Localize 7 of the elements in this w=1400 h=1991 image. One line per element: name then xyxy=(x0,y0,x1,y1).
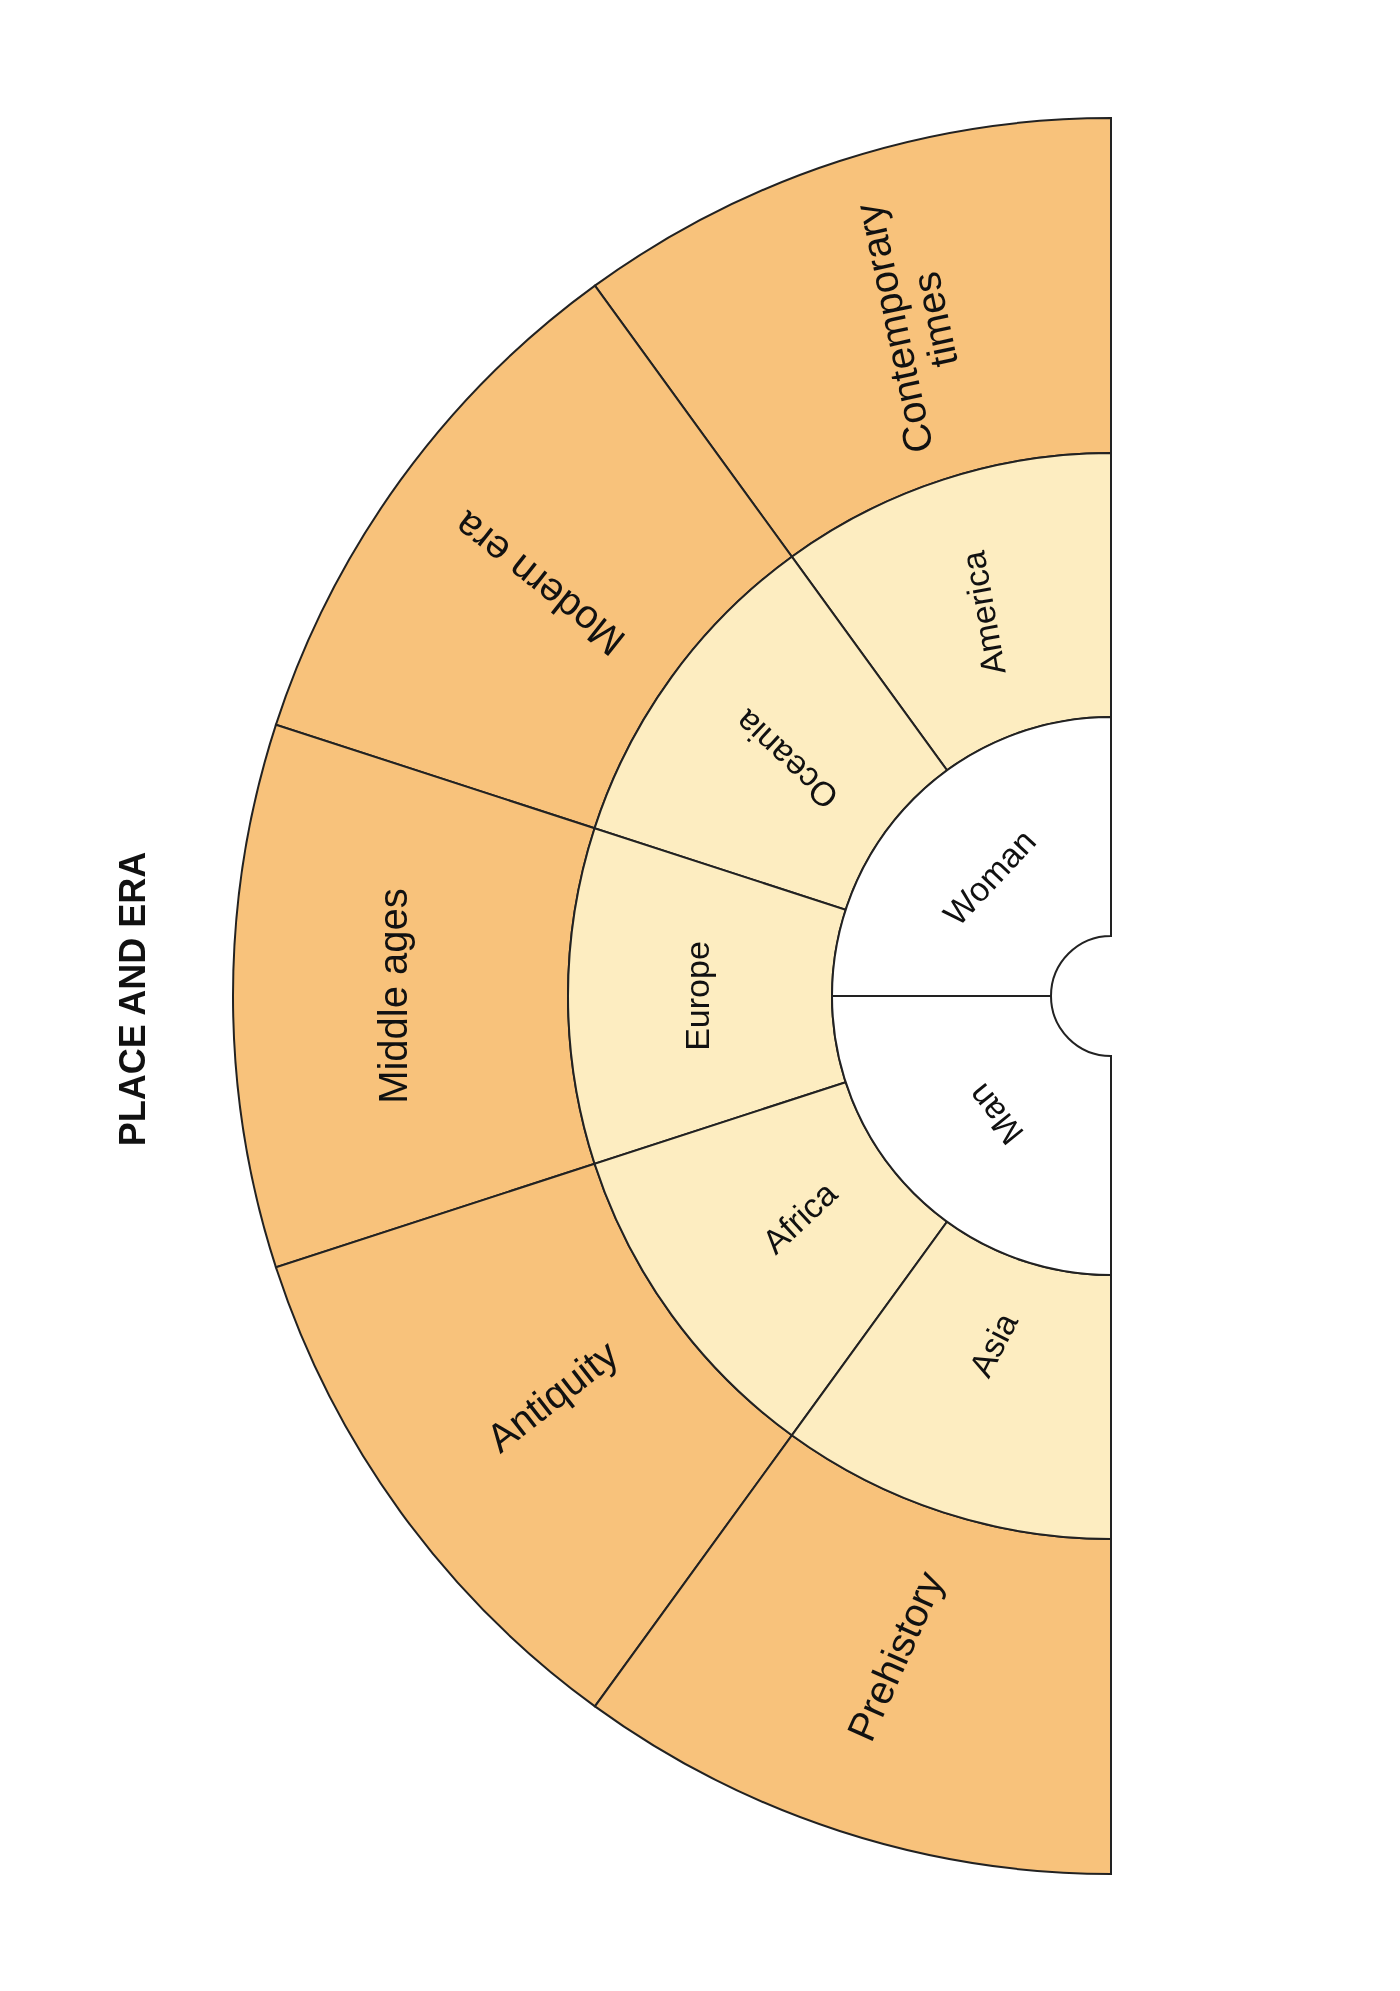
title: PLACE AND ERA xyxy=(114,851,152,1147)
sector-label: Europe xyxy=(680,941,716,1051)
sector-label: America xyxy=(955,548,1013,678)
sector-label: Asia xyxy=(963,1307,1025,1383)
ring-sector xyxy=(233,723,596,1269)
sector-label: Middle ages xyxy=(372,888,414,1104)
ring-sector xyxy=(568,827,847,1165)
